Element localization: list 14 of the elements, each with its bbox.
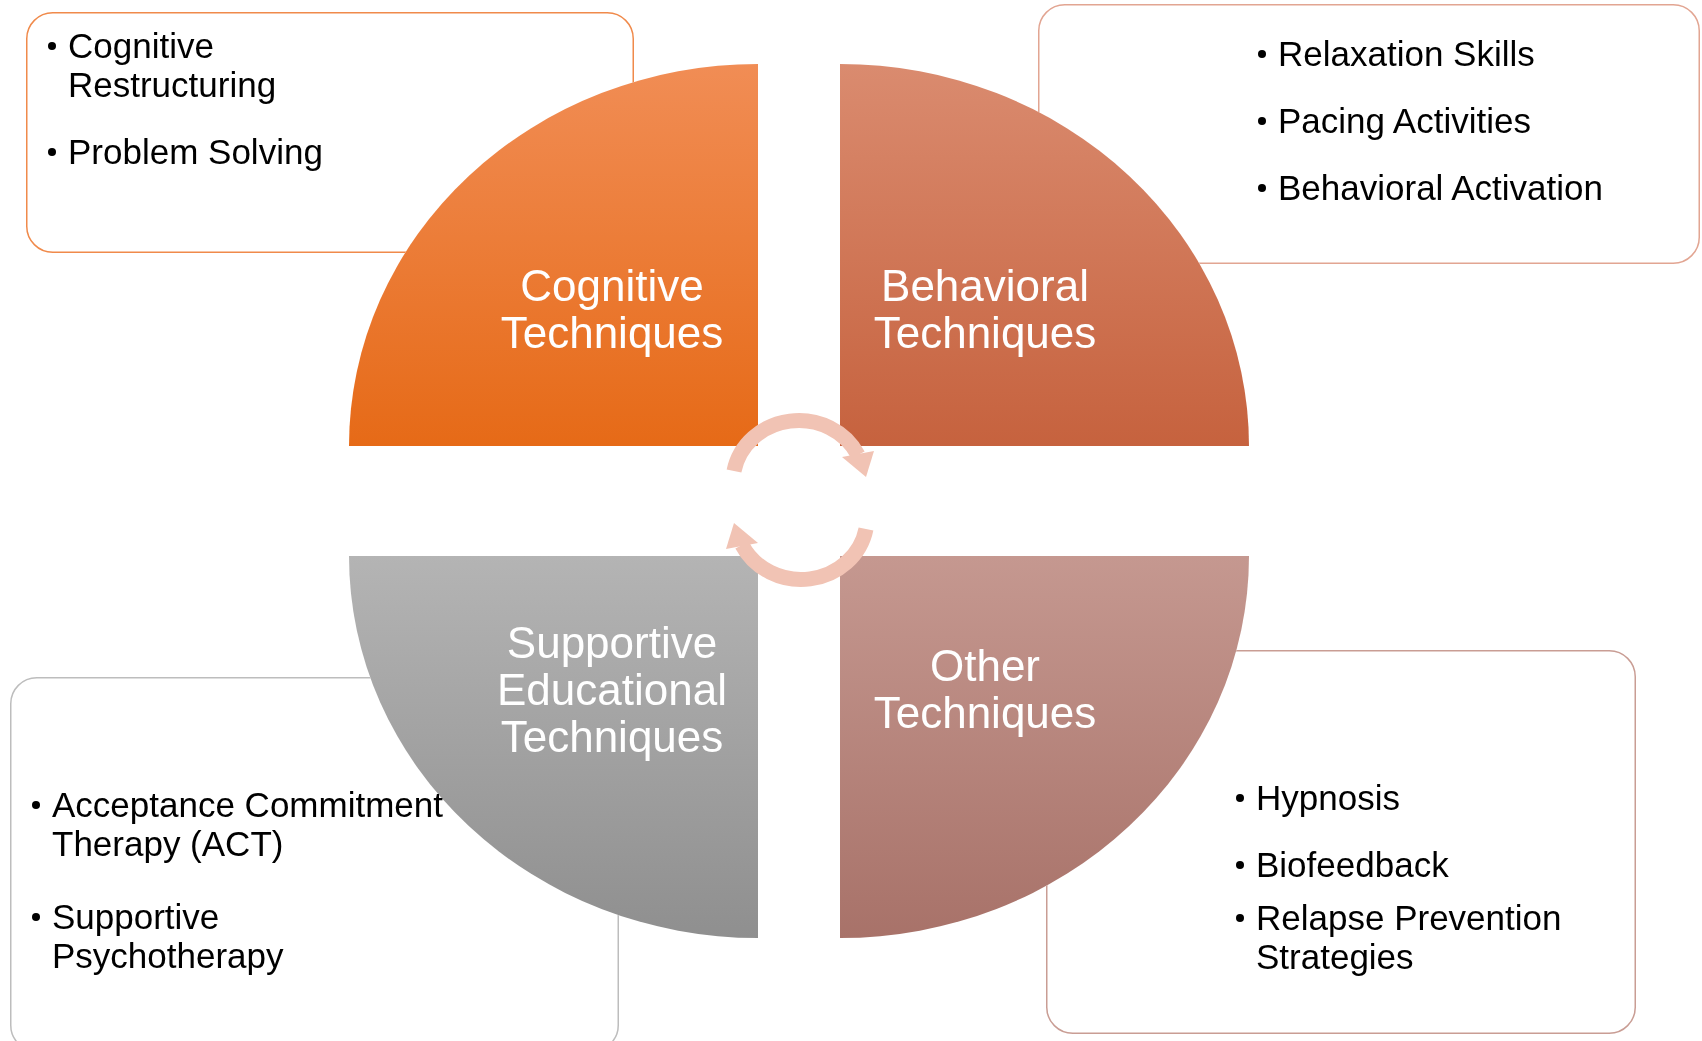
list-item: Relaxation Skills: [1278, 34, 1535, 73]
list-item: Problem Solving: [68, 132, 323, 171]
list-item: Cognitive Restructuring: [68, 26, 277, 104]
list-item: Biofeedback: [1256, 845, 1449, 884]
list-item: Supportive Psychotherapy: [52, 897, 284, 975]
quadrant-label: Other Techniques: [872, 642, 1098, 736]
quadrant-label: Supportive Educational Techniques: [496, 618, 728, 760]
list-item: Acceptance Commitment Therapy (ACT): [52, 785, 443, 863]
list-item: Pacing Activities: [1278, 101, 1531, 140]
quadrant-label: Cognitive Techniques: [499, 262, 725, 356]
list-item: Relapse Prevention Strategies: [1256, 898, 1562, 976]
list-item: Hypnosis: [1256, 778, 1400, 817]
quadrant-label: Behavioral Techniques: [872, 262, 1098, 356]
list-item: Behavioral Activation: [1278, 168, 1603, 207]
